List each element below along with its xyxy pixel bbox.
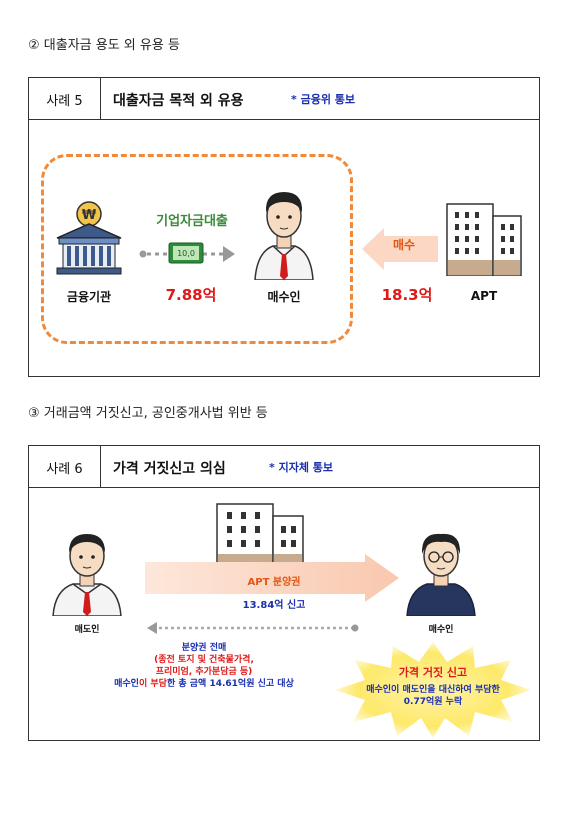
false-report-line-2: 0.77억원 누락 <box>403 697 463 707</box>
payment-dotted-arrow <box>147 620 361 634</box>
case-6-header: 사례 6 가격 거짓신고 의심 * 지자체 통보 <box>29 446 539 488</box>
section-heading-false-report: ③ 거래금액 거짓신고, 공인중개사법 위반 등 <box>28 406 268 421</box>
sale-arrow-label: APT 분양권 <box>247 577 301 588</box>
apartment-building-icon <box>443 202 525 277</box>
purchase-amount: 18.3억 <box>381 286 433 304</box>
svg-text:₩: ₩ <box>82 208 97 223</box>
case-5-note: * 금융위 통보 <box>291 93 356 106</box>
case-6-title: 가격 거짓신고 의심 <box>113 461 226 477</box>
resale-summary-buyer: 매수인 <box>114 679 139 689</box>
sale-arrow <box>145 554 399 602</box>
case-5-header: 사례 5 대출자금 목적 외 유용 * 금융위 통보 <box>29 78 539 120</box>
false-report-title: 가격 거짓 신고 <box>398 666 468 679</box>
resale-summary-burden: 이 부담 <box>138 679 167 689</box>
case-5-label: 사례 5 <box>29 78 101 120</box>
buyer-person-icon-case6 <box>401 532 481 617</box>
loan-amount: 7.88억 <box>165 286 217 304</box>
purchase-arrow <box>362 228 438 270</box>
false-report-detail: 매수인이 매도인을 대신하여 부담한 0.77억원 누락 <box>339 684 527 708</box>
false-report-line-1: 매수인이 매도인을 대신하여 부담한 <box>366 685 500 695</box>
false-report-burst <box>335 642 531 738</box>
purchase-label: 매수 <box>392 238 416 252</box>
cash-icon: 10,0 <box>167 239 205 267</box>
case-6-label: 사례 6 <box>29 446 101 488</box>
resale-detail-1: (종전 토지 및 건축물가격, <box>154 655 254 665</box>
bank-icon: ₩ <box>51 198 127 278</box>
resale-description: 분양권 전매 (종전 토지 및 건축물가격, 프리미엄, 추가분담금 등) 매수… <box>69 642 339 690</box>
apt-label: APT <box>470 289 498 303</box>
buyer-label-case6: 매수인 <box>428 625 454 635</box>
resale-title: 분양권 전매 <box>181 643 227 653</box>
buyer-label-case5: 매수인 <box>267 290 301 304</box>
case-6-box: 사례 6 가격 거짓신고 의심 * 지자체 통보 <box>28 445 540 741</box>
case-5-title: 대출자금 목적 외 유용 <box>113 93 244 109</box>
resale-summary-total: 한 총 금액 14.61억원 신고 대상 <box>166 679 294 689</box>
resale-summary: 매수인이 부담한 총 금액 14.61억원 신고 대상 <box>69 678 339 690</box>
case-5-box: 사례 5 대출자금 목적 외 유용 * 금융위 통보 ₩ 금융기관 기업자금대출 <box>28 77 540 377</box>
reported-amount: 13.84억 신고 <box>242 600 306 611</box>
case-6-note: * 지자체 통보 <box>269 461 334 474</box>
svg-text:10,0: 10,0 <box>177 249 195 258</box>
loan-label: 기업자금대출 <box>156 214 228 229</box>
section-heading-loan-misuse: ② 대출자금 용도 외 유용 등 <box>28 38 180 53</box>
resale-detail-2: 프리미엄, 추가분담금 등) <box>155 667 253 677</box>
bank-label: 금융기관 <box>66 290 112 304</box>
seller-label: 매도인 <box>74 625 100 635</box>
dashed-group-frame <box>41 154 353 344</box>
seller-person-icon <box>47 532 127 617</box>
buyer-person-icon <box>251 184 317 281</box>
loan-arrow <box>137 240 237 268</box>
